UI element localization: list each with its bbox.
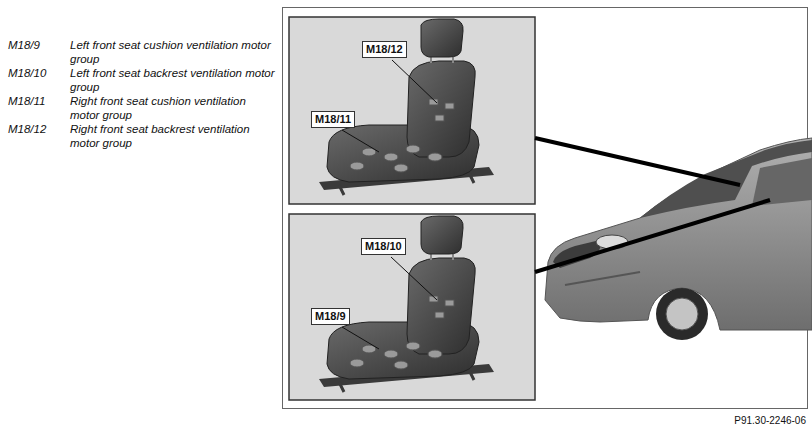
callout-number: M18/12	[362, 41, 407, 58]
legend-code: M18/12	[8, 122, 46, 136]
legend-code: M18/10	[8, 66, 46, 80]
legend-description: Right front seat cushion ventilation mot…	[70, 94, 275, 122]
callout-number: M18/10	[361, 238, 406, 255]
legend-code: M18/11	[8, 94, 46, 108]
figure-code: P91.30-2246-06	[734, 415, 806, 427]
callout-number: M18/11	[311, 111, 355, 128]
legend-description: Left front seat backrest ventilation mot…	[70, 66, 275, 94]
legend-code: M18/9	[8, 38, 40, 52]
legend-description: Right front seat backrest ventilation mo…	[70, 122, 275, 150]
callout-number: M18/9	[311, 308, 350, 325]
legend-description: Left front seat cushion ventilation moto…	[70, 38, 275, 66]
